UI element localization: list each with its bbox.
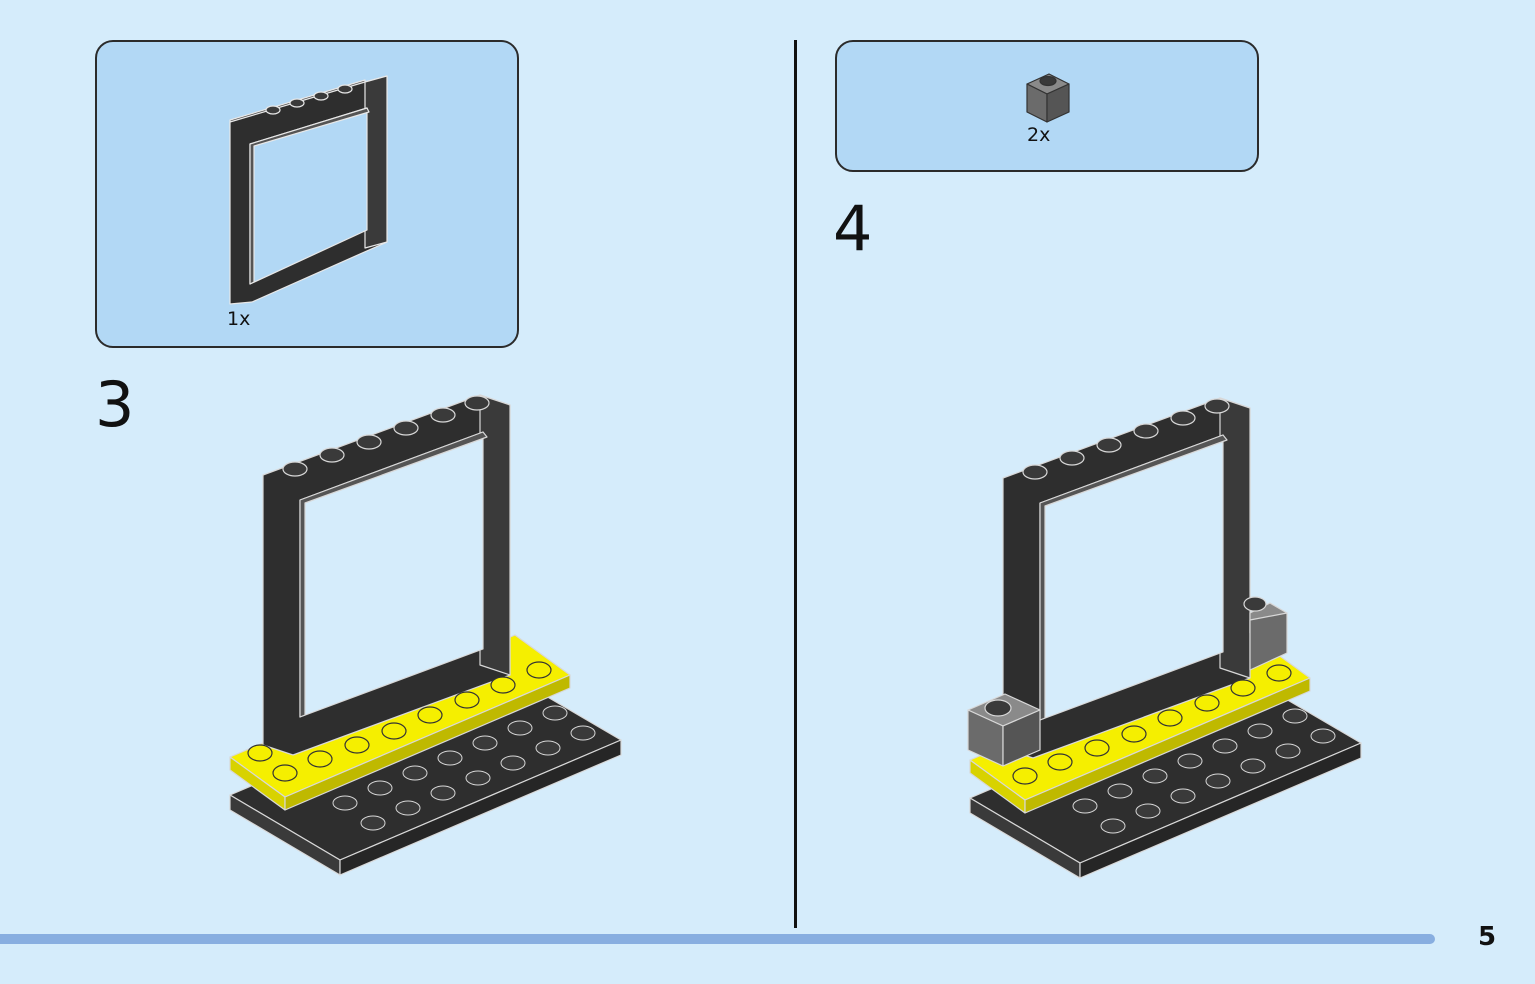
part-quantity: 1x bbox=[227, 308, 251, 330]
step-4-parts-callout: 2x bbox=[835, 40, 1259, 172]
step-3-assembly-illustration bbox=[229, 394, 622, 876]
progress-bar bbox=[0, 934, 1435, 944]
step-4-assembly-illustration bbox=[967, 397, 1362, 879]
step-divider bbox=[794, 40, 797, 928]
grey-1x1-brick-icon bbox=[1026, 73, 1070, 123]
page-number: 5 bbox=[1478, 922, 1497, 952]
step-3-parts-callout: 1x bbox=[95, 40, 519, 348]
part-quantity: 2x bbox=[1027, 124, 1051, 146]
step-number: 3 bbox=[95, 368, 135, 441]
black-window-frame-icon bbox=[229, 75, 388, 305]
step-number: 4 bbox=[833, 192, 873, 265]
